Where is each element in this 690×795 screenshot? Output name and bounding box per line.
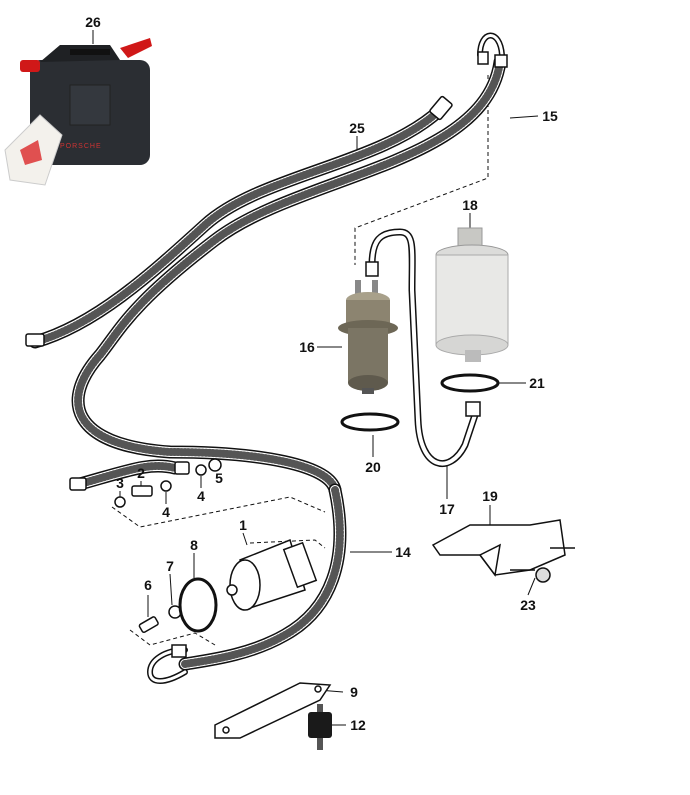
part-label-2: 2 (137, 465, 145, 481)
hose-15 (71, 55, 507, 497)
part-label-12: 12 (350, 717, 366, 733)
part-label-1: 1 (239, 517, 247, 533)
rubber-mount-12 (308, 704, 332, 750)
part-label-7: 7 (166, 558, 174, 574)
part-label-19: 19 (482, 488, 498, 504)
part-label-26: 26 (85, 14, 101, 30)
part-label-18: 18 (462, 197, 478, 213)
part-label-25: 25 (349, 120, 365, 136)
leader-lines (92, 30, 539, 726)
part-label-8: 8 (190, 537, 198, 553)
pressure-accumulator-16 (338, 280, 398, 394)
part-label-23: 23 (520, 597, 536, 613)
part-label-3: 3 (116, 475, 124, 491)
part-label-14: 14 (395, 544, 411, 560)
hose-clamp-20 (340, 412, 400, 432)
hose-14 (178, 483, 347, 671)
hoses (28, 32, 507, 684)
porsche-logo-text: PORSCHE (60, 143, 102, 150)
part-label-4a: 4 (162, 504, 170, 520)
hose-25 (28, 103, 447, 349)
fittings (25, 51, 508, 658)
part-label-20: 20 (365, 459, 381, 475)
part-label-6: 6 (144, 577, 152, 593)
fuel-pump-1 (178, 538, 318, 633)
part-label-17: 17 (439, 501, 455, 517)
part-label-4b: 4 (197, 488, 205, 504)
part-label-9: 9 (350, 684, 358, 700)
fuel-filter-18 (435, 227, 509, 362)
hose-clamp-21 (440, 373, 500, 393)
fuel-canister-26: PORSCHE (4, 38, 152, 186)
mounting-plate-9 (214, 682, 332, 739)
part-label-5: 5 (215, 470, 223, 486)
bracket-19 (431, 519, 575, 583)
part-label-16: 16 (299, 339, 315, 355)
assembly-dashed-lines (111, 75, 489, 646)
hose-short (73, 459, 182, 491)
part-label-15: 15 (542, 108, 558, 124)
part-label-21: 21 (529, 375, 545, 391)
